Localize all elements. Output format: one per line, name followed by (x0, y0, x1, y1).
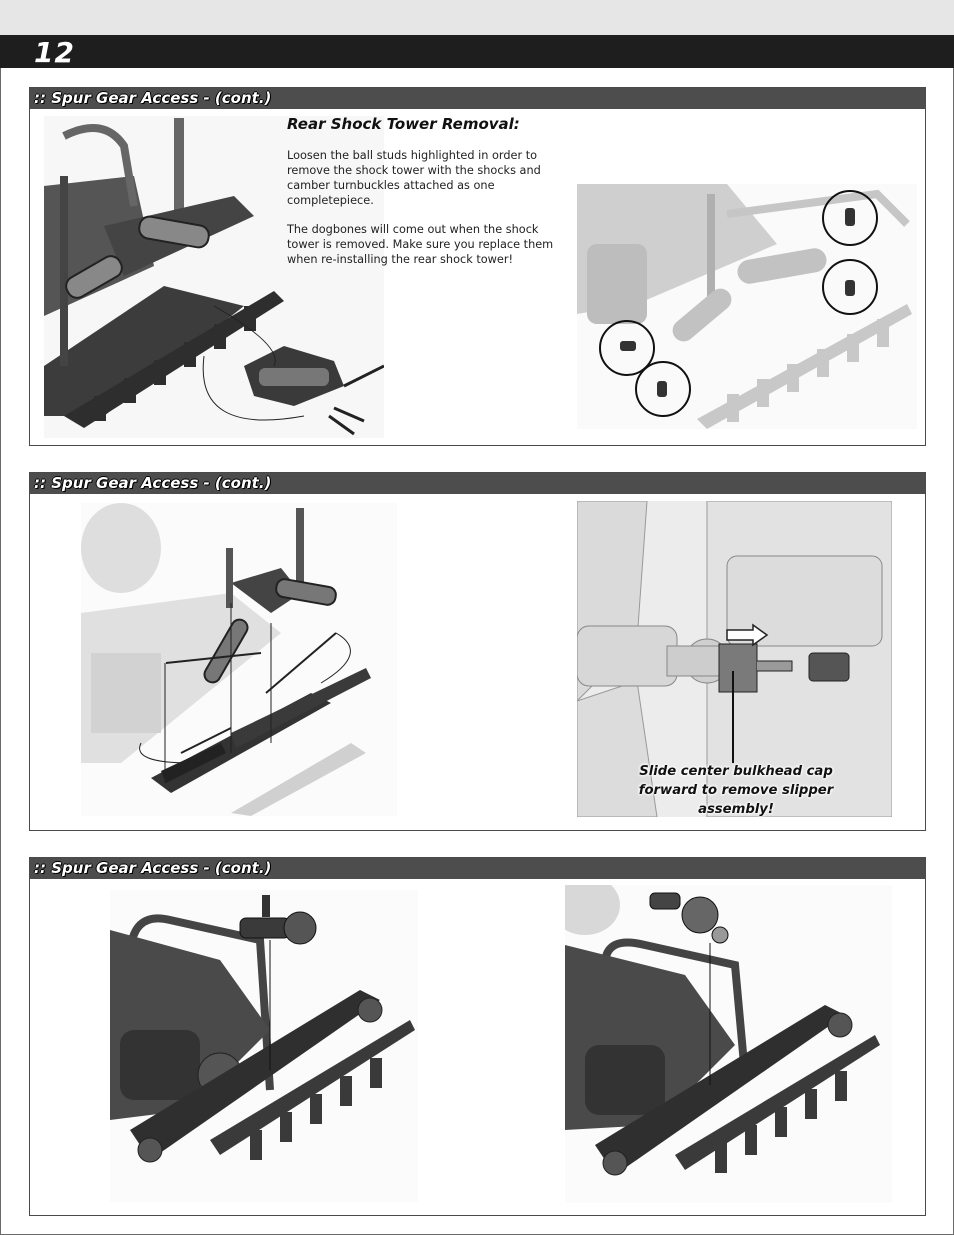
section-title-bar: :: Spur Gear Access - (cont.) (30, 858, 925, 879)
section-title-bar: :: Spur Gear Access - (cont.) (30, 473, 925, 494)
section-title: :: Spur Gear Access - (cont.) (34, 859, 272, 877)
section-rear-shock-tower: :: Spur Gear Access - (cont.) (29, 87, 926, 446)
section-title: :: Spur Gear Access - (cont.) (34, 474, 272, 492)
rear-suspension-exploded-illustration (81, 503, 397, 816)
slipper-callout-text: Slide center bulkhead cap forward to rem… (638, 764, 834, 817)
center-diff-removal-illustration (110, 890, 418, 1202)
page-header: 12 (0, 35, 954, 69)
slipper-assembly-closeup-illustration (577, 501, 892, 817)
shock-tower-ball-studs-illustration (577, 184, 917, 429)
section-spur-gear-access-2: :: Spur Gear Access - (cont.) (29, 472, 926, 831)
page-number: 12 (34, 36, 75, 69)
instruction-paragraph-2: The dogbones will come out when the shoc… (287, 223, 554, 266)
section-title: :: Spur Gear Access - (cont.) (34, 89, 272, 107)
section-title-bar: :: Spur Gear Access - (cont.) (30, 88, 925, 109)
section-spur-gear-access-3: :: Spur Gear Access - (cont.) (29, 857, 926, 1216)
instruction-heading: Rear Shock Tower Removal: (287, 115, 520, 133)
slipper-spur-removal-illustration (565, 885, 892, 1203)
instruction-paragraph-1: Loosen the ball studs highlighted in ord… (287, 149, 541, 207)
top-margin-band (0, 0, 954, 36)
shock-tower-exploded-illustration (44, 116, 384, 438)
